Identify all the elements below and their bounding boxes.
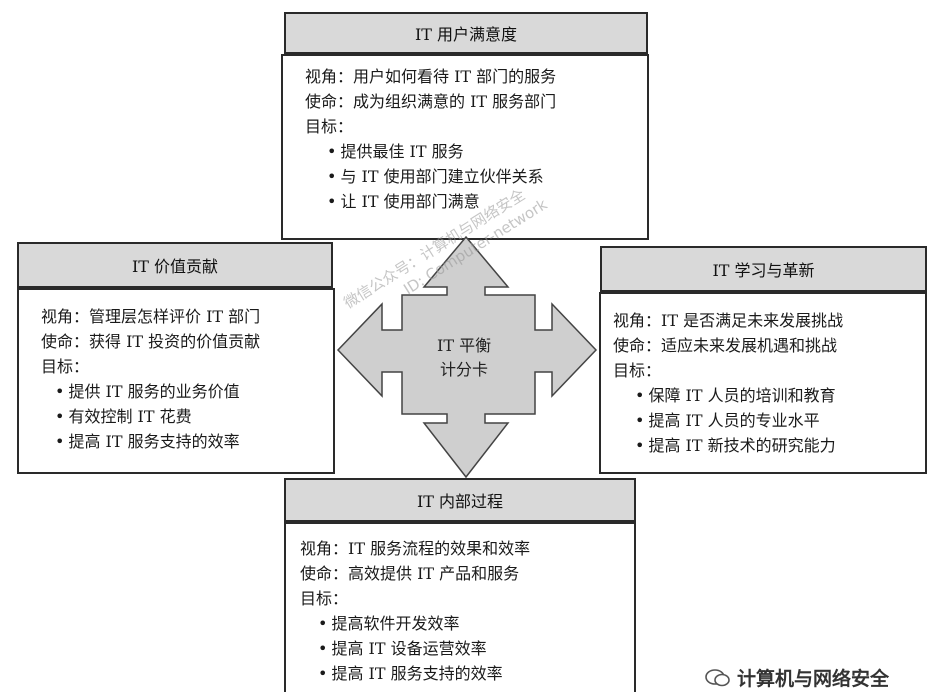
goal-text: 提高 IT 人员的专业水平 [648, 411, 820, 430]
mission-text: 使命：获得 IT 投资的价值贡献 [41, 332, 261, 351]
goals-label: 目标： [300, 589, 349, 608]
bullet-icon: • [318, 664, 328, 683]
bullet-icon: • [327, 142, 337, 161]
panel-title-text: IT 内部过程 [416, 492, 504, 511]
goal-text: 保障 IT 人员的培训和教育 [648, 386, 836, 405]
panel-body: 视角：用户如何看待 IT 部门的服务 使命：成为组织满意的 IT 服务部门 目标… [281, 54, 649, 240]
goal-item: •提高 IT 服务支持的效率 [41, 429, 333, 454]
goal-item: •提高 IT 服务支持的效率 [300, 661, 634, 686]
goal-item: •让 IT 使用部门满意 [305, 189, 647, 214]
center-label-line2: 计分卡 [440, 360, 489, 379]
goal-item: •提高 IT 设备运营效率 [300, 636, 634, 661]
perspective-text: 视角：IT 是否满足未来发展挑战 [613, 311, 844, 330]
four-way-arrow-icon [336, 235, 598, 479]
goal-item: •提高 IT 新技术的研究能力 [613, 433, 925, 458]
goal-text: 提供最佳 IT 服务 [340, 142, 464, 161]
goals-label: 目标： [613, 361, 662, 380]
bullet-icon: • [55, 407, 65, 426]
bullet-icon: • [635, 411, 645, 430]
bullet-icon: • [327, 167, 337, 186]
goal-text: 有效控制 IT 花费 [68, 407, 192, 426]
wechat-icon [705, 669, 730, 687]
mission-text: 使命：成为组织满意的 IT 服务部门 [305, 92, 557, 111]
footer-brand-text: 计算机与网络安全 [737, 668, 890, 690]
perspective-text: 视角：IT 服务流程的效果和效率 [300, 539, 531, 558]
goal-item: •提供 IT 服务的业务价值 [41, 379, 333, 404]
goal-item: •提高软件开发效率 [300, 611, 634, 636]
goal-text: 提高 IT 设备运营效率 [331, 639, 487, 658]
panel-body: 视角：管理层怎样评价 IT 部门 使命：获得 IT 投资的价值贡献 目标： •提… [17, 288, 335, 474]
bullet-icon: • [635, 436, 645, 455]
goals-label: 目标： [41, 357, 90, 376]
four-way-arrow-shape [336, 235, 598, 479]
center-label-line1: IT 平衡 [437, 336, 492, 355]
panel-title: IT 内部过程 [284, 478, 636, 522]
footer-brand: 计算机与网络安全 [705, 664, 889, 691]
goal-text: 让 IT 使用部门满意 [340, 192, 480, 211]
panel-title: IT 学习与革新 [600, 246, 927, 292]
goal-item: •提供最佳 IT 服务 [305, 139, 647, 164]
goal-item: •保障 IT 人员的培训和教育 [613, 383, 925, 408]
bullet-icon: • [55, 432, 65, 451]
bullet-icon: • [635, 386, 645, 405]
mission-text: 使命：高效提供 IT 产品和服务 [300, 564, 520, 583]
perspective-text: 视角：管理层怎样评价 IT 部门 [41, 307, 261, 326]
panel-body: 视角：IT 是否满足未来发展挑战 使命：适应未来发展机遇和挑战 目标： •保障 … [599, 292, 927, 474]
bullet-icon: • [318, 614, 328, 633]
goal-text: 与 IT 使用部门建立伙伴关系 [340, 167, 544, 186]
panel-body: 视角：IT 服务流程的效果和效率 使命：高效提供 IT 产品和服务 目标： •提… [284, 522, 636, 692]
panel-title-text: IT 学习与革新 [712, 261, 815, 280]
goals-label: 目标： [305, 117, 354, 136]
panel-title: IT 价值贡献 [17, 242, 333, 288]
goal-text: 提高 IT 服务支持的效率 [331, 664, 503, 683]
panel-title: IT 用户满意度 [284, 12, 648, 54]
goal-item: •提高 IT 人员的专业水平 [613, 408, 925, 433]
perspective-text: 视角：用户如何看待 IT 部门的服务 [305, 67, 557, 86]
goal-text: 提高 IT 新技术的研究能力 [648, 436, 836, 455]
goal-text: 提高 IT 服务支持的效率 [68, 432, 240, 451]
goal-text: 提供 IT 服务的业务价值 [68, 382, 240, 401]
goal-text: 提高软件开发效率 [331, 614, 460, 633]
goal-item: •有效控制 IT 花费 [41, 404, 333, 429]
bullet-icon: • [55, 382, 65, 401]
panel-title-text: IT 用户满意度 [414, 25, 518, 44]
goal-item: •与 IT 使用部门建立伙伴关系 [305, 164, 647, 189]
panel-title-text: IT 价值贡献 [131, 257, 219, 276]
bullet-icon: • [327, 192, 337, 211]
bullet-icon: • [318, 639, 328, 658]
mission-text: 使命：适应未来发展机遇和挑战 [613, 336, 838, 355]
